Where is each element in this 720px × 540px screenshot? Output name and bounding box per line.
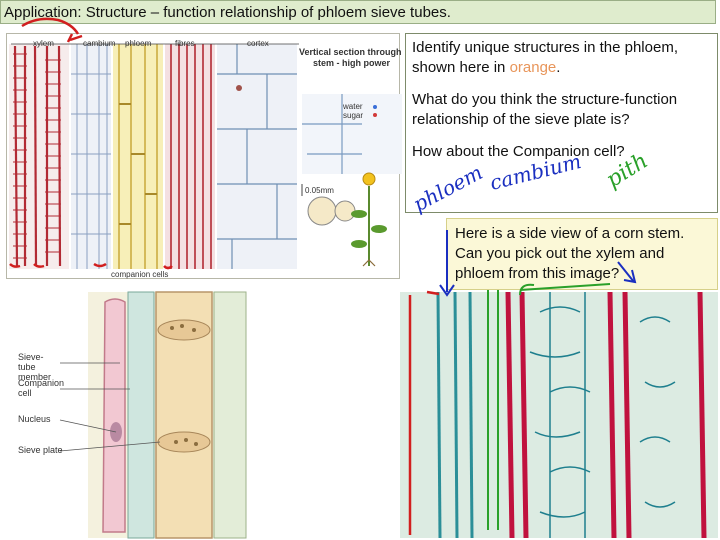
- handwritten-pith: pith: [602, 148, 653, 193]
- handwritten-cambium: cambium: [487, 149, 583, 195]
- green-ink-marks: [488, 284, 610, 530]
- red-ink-marks: [10, 19, 439, 535]
- handwritten-phloem: phloem: [409, 160, 486, 216]
